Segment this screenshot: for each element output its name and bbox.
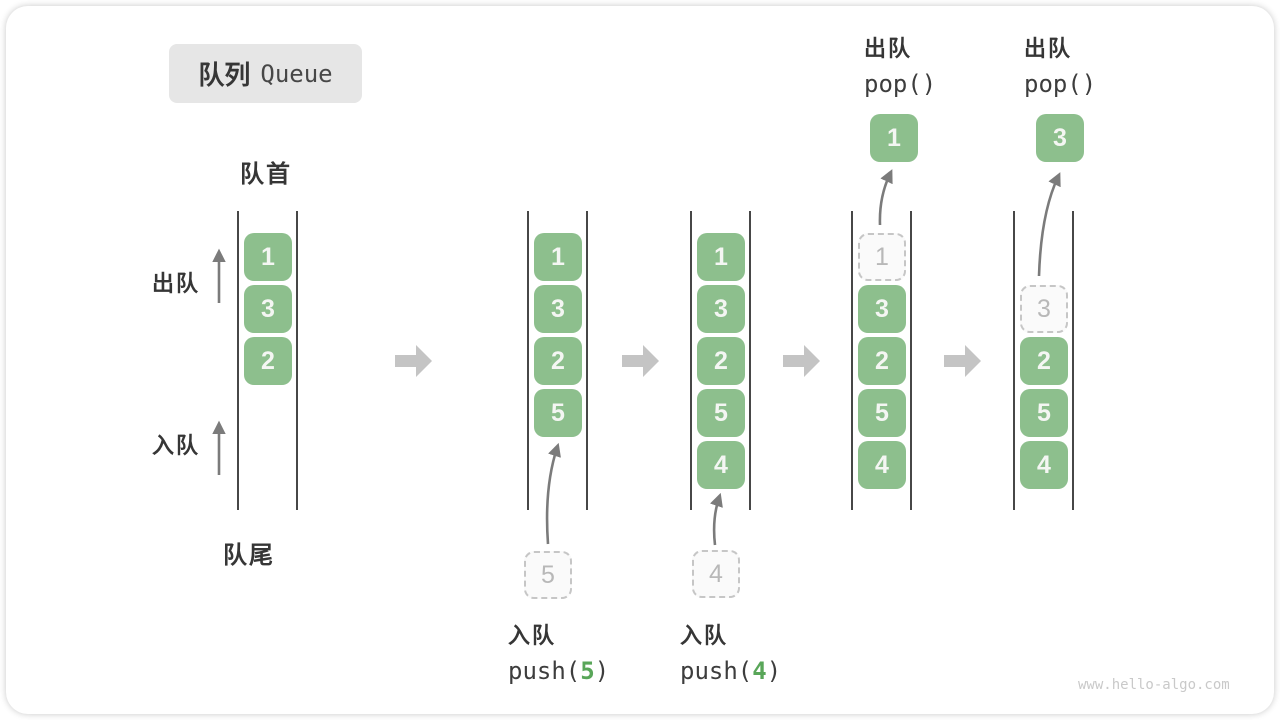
queue-cell: 3 (244, 285, 292, 333)
queue-cell: 3 (534, 285, 582, 333)
op-enqueue-push4-code: push(4) (680, 657, 781, 685)
title-label-zh: 队列 (198, 60, 251, 90)
queue-cell: 1 (697, 233, 745, 281)
op-enqueue-push4: 入队 push(4) (680, 618, 781, 685)
ghost-removed-cell-1: 1 (858, 233, 906, 281)
queue-cell: 4 (1020, 441, 1068, 489)
title-box: 队列 Queue (169, 44, 362, 103)
incoming-element-5: 5 (524, 551, 572, 599)
queue-cell: 1 (244, 233, 292, 281)
queue-cell: 2 (858, 337, 906, 385)
queue-cell: 3 (697, 285, 745, 333)
queue-cell: 3 (858, 285, 906, 333)
code-close: ) (594, 657, 610, 685)
popped-element-1: 1 (870, 114, 918, 162)
queue-cell: 2 (244, 337, 292, 385)
op-dequeue-pop2-label: 出队 (1024, 36, 1073, 61)
title-label-en: Queue (260, 59, 333, 88)
code-arg: 4 (752, 657, 767, 685)
code-close: ) (766, 657, 782, 685)
queue-cell: 4 (858, 441, 906, 489)
queue-cell: 1 (534, 233, 582, 281)
queue-cell: 5 (1020, 389, 1068, 437)
queue-container-state2 (527, 211, 588, 510)
op-dequeue-pop1: 出队 pop() (864, 31, 936, 98)
queue-container-state5 (1013, 211, 1074, 510)
watermark: www.hello-algo.com (1078, 677, 1230, 693)
code-fn: push( (680, 657, 753, 685)
queue-cell: 5 (858, 389, 906, 437)
diagram-card (6, 6, 1274, 714)
queue-cell: 4 (697, 441, 745, 489)
queue-cell: 5 (697, 389, 745, 437)
op-enqueue-push5-label: 入队 (508, 623, 557, 648)
incoming-element-4: 4 (692, 550, 740, 598)
op-enqueue-push4-label: 入队 (680, 623, 729, 648)
queue-container-state1 (237, 211, 298, 510)
queue-cell: 2 (534, 337, 582, 385)
op-enqueue-push5-code: push(5) (508, 657, 609, 685)
queue-container-state4 (851, 211, 912, 510)
code-arg: 5 (580, 657, 595, 685)
ghost-removed-cell-3: 3 (1020, 285, 1068, 333)
op-dequeue-pop1-code: pop() (864, 70, 937, 98)
queue-container-state3 (690, 211, 751, 510)
label-queue-front: 队首 (240, 161, 292, 188)
queue-cell: 2 (697, 337, 745, 385)
op-dequeue-pop1-label: 出队 (864, 36, 913, 61)
label-enqueue-direction: 入队 (152, 433, 201, 458)
op-dequeue-pop2-code: pop() (1024, 70, 1097, 98)
queue-cell: 2 (1020, 337, 1068, 385)
queue-cell: 5 (534, 389, 582, 437)
label-dequeue-direction: 出队 (152, 271, 201, 296)
popped-element-3: 3 (1036, 114, 1084, 162)
label-queue-rear: 队尾 (223, 542, 275, 569)
op-enqueue-push5: 入队 push(5) (508, 618, 609, 685)
code-fn: push( (508, 657, 581, 685)
op-dequeue-pop2: 出队 pop() (1024, 31, 1096, 98)
